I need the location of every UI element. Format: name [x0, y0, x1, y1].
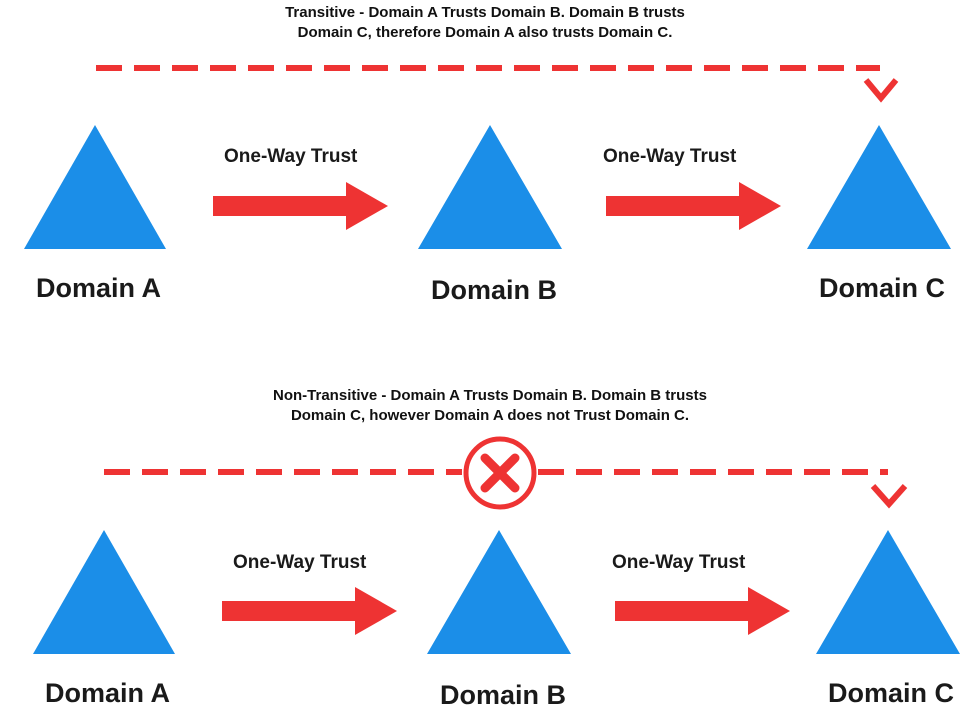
- transitive-caption: Transitive - Domain A Trusts Domain B. D…: [255, 3, 715, 43]
- non-transitive-trust-arrowhead: [870, 484, 908, 509]
- one-way-trust-arrow-ab: [222, 587, 397, 635]
- domain-c-triangle: [816, 530, 960, 654]
- domain-a-label: Domain A: [36, 273, 162, 303]
- non-transitive-caption-line-2: Domain C, however Domain A does not Trus…: [290, 407, 690, 424]
- domain-b-label: Domain B: [431, 275, 558, 305]
- one-way-trust-arrow-bc: [615, 587, 790, 635]
- domain-a-label: Domain A: [45, 678, 171, 708]
- domain-b-triangle: [427, 530, 571, 654]
- non-transitive-caption-line-1: Non-Transitive - Domain A Trusts Domain …: [273, 387, 707, 404]
- one-way-trust-label-bc: One-Way Trust: [603, 146, 737, 167]
- transitive-caption-line-1: Transitive - Domain A Trusts Domain B. D…: [285, 4, 685, 21]
- transitive-trust-arrowhead: [863, 78, 899, 103]
- one-way-trust-label-ab: One-Way Trust: [224, 146, 358, 167]
- domain-c-triangle: [807, 125, 951, 249]
- non-transitive-section: [33, 436, 960, 654]
- domain-c-label: Domain C: [819, 273, 946, 303]
- one-way-trust-arrow-ab: [213, 182, 388, 230]
- transitive-section: [24, 65, 951, 249]
- one-way-trust-arrow-bc: [606, 182, 781, 230]
- transitive-caption-line-2: Domain C, therefore Domain A also trusts…: [297, 24, 673, 41]
- domain-a-triangle: [24, 125, 166, 249]
- domain-b-triangle: [418, 125, 562, 249]
- domain-b-label: Domain B: [440, 680, 567, 710]
- one-way-trust-label-ab: One-Way Trust: [233, 552, 367, 573]
- domain-c-label: Domain C: [828, 678, 955, 708]
- one-way-trust-label-bc: One-Way Trust: [612, 552, 746, 573]
- x-circle-icon: [463, 436, 537, 510]
- domain-a-triangle: [33, 530, 175, 654]
- non-transitive-caption: Non-Transitive - Domain A Trusts Domain …: [250, 386, 730, 426]
